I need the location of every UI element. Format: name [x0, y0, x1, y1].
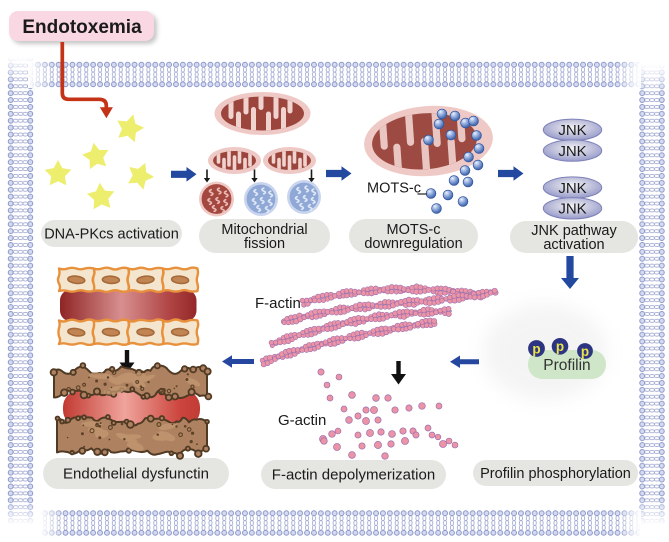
svg-text:G-actin: G-actin: [278, 412, 326, 429]
svg-text:Mitochondrial: Mitochondrial: [221, 222, 307, 238]
svg-text:fission: fission: [244, 236, 285, 252]
svg-text:MOTS-c: MOTS-c: [367, 181, 421, 197]
svg-text:Profilin: Profilin: [543, 357, 590, 374]
svg-text:p: p: [556, 339, 564, 354]
svg-text:p: p: [532, 341, 540, 356]
svg-text:JNK: JNK: [558, 201, 586, 218]
svg-text:Endotoxemia: Endotoxemia: [22, 17, 142, 38]
svg-text:activation: activation: [543, 237, 604, 253]
svg-text:F-actin depolymerization: F-actin depolymerization: [272, 467, 435, 484]
svg-text:MOTS-c: MOTS-c: [387, 222, 441, 238]
svg-text:JNK: JNK: [558, 143, 586, 160]
svg-text:F-actin: F-actin: [255, 295, 301, 312]
svg-text:Profilin phosphorylation: Profilin phosphorylation: [480, 466, 631, 482]
svg-text:p: p: [581, 344, 589, 359]
svg-text:JNK pathway: JNK pathway: [531, 223, 617, 239]
svg-text:JNK: JNK: [558, 122, 586, 139]
svg-text:DNA-PKcs activation: DNA-PKcs activation: [44, 226, 179, 242]
svg-text:downregulation: downregulation: [364, 236, 462, 252]
svg-text:JNK: JNK: [558, 180, 586, 197]
svg-text:Endothelial dysfunctin: Endothelial dysfunctin: [63, 466, 209, 483]
